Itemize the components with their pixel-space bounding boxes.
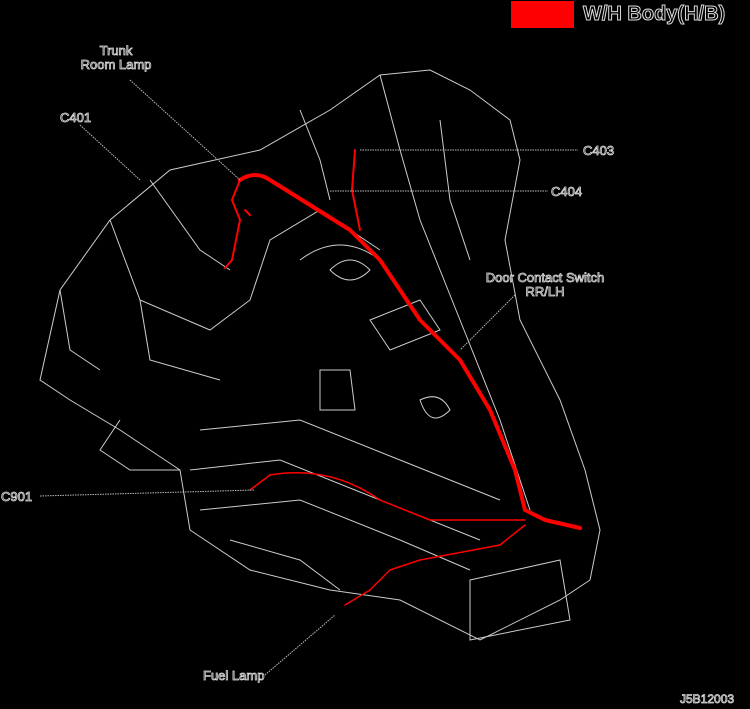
leader-trunk-room-lamp	[129, 79, 241, 181]
body-harness-route	[224, 149, 582, 606]
figure-id: J5B12003	[680, 692, 735, 707]
label-line: Door Contact Switch	[485, 270, 605, 285]
label-line: Room Lamp	[80, 57, 152, 72]
label-trunk-room-lamp: Trunk Room Lamp	[66, 43, 166, 72]
legend-label: W/H Body(H/B)	[582, 3, 726, 26]
legend-swatch	[511, 1, 574, 28]
label-fuel-lamp: Fuel Lamp	[203, 668, 265, 683]
label-line: Trunk	[99, 43, 133, 58]
leader-c901	[39, 489, 256, 497]
label-c401: C401	[60, 110, 92, 125]
leader-fuel-lamp	[264, 614, 336, 676]
label-door-contact-switch: Door Contact Switch RR/LH	[470, 270, 620, 299]
leader-c401	[79, 124, 141, 181]
label-c901: C901	[1, 489, 33, 504]
label-c403: C403	[583, 143, 615, 158]
label-line: RR/LH	[525, 284, 565, 299]
leader-door-contact-switch	[459, 294, 516, 351]
label-c404: C404	[551, 184, 583, 199]
